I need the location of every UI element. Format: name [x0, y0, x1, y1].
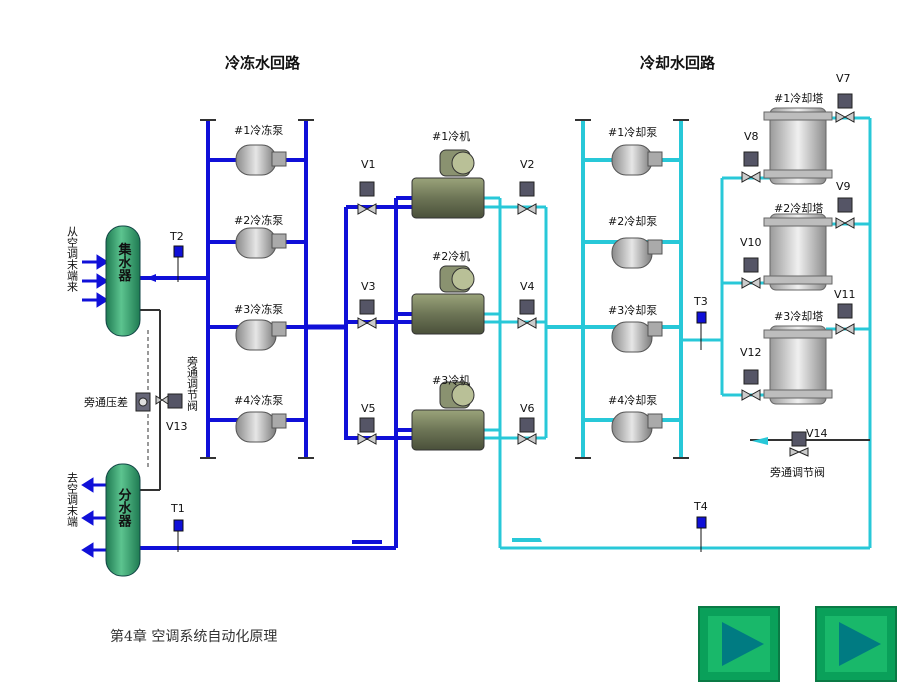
distributor-label: 分水器: [116, 487, 133, 528]
cooling-tower-1[interactable]: [763, 107, 833, 185]
tower-bypass-valve-label: 旁通调节阀: [770, 465, 825, 479]
chiller-2-label: #2冷机: [432, 249, 470, 263]
cooling-loop-title: 冷却水回路: [640, 54, 716, 72]
valve-v5[interactable]: [357, 417, 377, 445]
cooling-pump-1[interactable]: [611, 144, 663, 176]
valve-v13-label: V13: [166, 420, 188, 433]
valve-v6[interactable]: [517, 417, 537, 445]
hvac-water-system-diagram: 冷冻水回路 冷却水回路: [66, 54, 872, 577]
valve-v13[interactable]: [155, 393, 183, 409]
diff-pressure-sensor: [135, 392, 151, 412]
chapter-footer: 第4章 空调系统自动化原理: [110, 629, 278, 645]
chilled-pump-3[interactable]: [235, 319, 287, 351]
chilled-loop-title: 冷冻水回路: [225, 54, 301, 72]
valve-v11[interactable]: [835, 303, 855, 335]
valve-v3[interactable]: [357, 299, 377, 329]
chiller-2[interactable]: [411, 265, 485, 335]
cooling-pump-1-label: #1冷却泵: [608, 126, 657, 139]
sensor-t4: [696, 516, 707, 552]
sensor-t4-label: T4: [693, 500, 708, 513]
cooling-tower-2[interactable]: [763, 213, 833, 291]
chilled-pump-2[interactable]: [235, 227, 287, 259]
chiller-1[interactable]: [411, 149, 485, 219]
valve-v14[interactable]: [789, 431, 809, 457]
sensor-t2-label: T2: [169, 230, 184, 243]
flow-arrow-icon: [352, 540, 382, 544]
valve-v2-label: V2: [520, 158, 535, 171]
chilled-pump-2-label: #2冷冻泵: [234, 213, 283, 227]
collector-vessel: [105, 225, 141, 337]
chiller-3[interactable]: [411, 381, 485, 451]
valve-v9-label: V9: [836, 180, 851, 193]
cooling-pump-3-label: #3冷却泵: [608, 304, 657, 317]
play-arrow-icon: [722, 622, 764, 666]
valve-v2[interactable]: [517, 181, 537, 215]
outlet-arrows: [81, 477, 106, 558]
sensor-t2: [173, 245, 184, 282]
next-slide-button[interactable]: [698, 606, 780, 682]
play-arrow-icon: [839, 622, 881, 666]
cooling-pump-4[interactable]: [611, 411, 663, 443]
chilled-pump-1[interactable]: [235, 144, 287, 176]
cooling-pump-3[interactable]: [611, 321, 663, 353]
chilled-pump-3-label: #3冷冻泵: [234, 302, 283, 316]
cooling-pump-4-label: #4冷却泵: [608, 394, 657, 407]
last-slide-button[interactable]: [815, 606, 897, 682]
chilled-pump-4-label: #4冷冻泵: [234, 393, 283, 407]
chilled-pump-1-label: #1冷冻泵: [234, 123, 283, 137]
valve-v8-label: V8: [744, 130, 759, 143]
cooling-tower-2-label: #2冷却塔: [774, 202, 823, 215]
flow-arrow-icon: [752, 437, 768, 445]
chiller-1-label: #1冷机: [432, 129, 470, 143]
valve-v5-label: V5: [361, 402, 376, 415]
valve-v1[interactable]: [357, 181, 377, 215]
valve-v4[interactable]: [517, 299, 537, 329]
valve-v9[interactable]: [835, 197, 855, 229]
collector-label: 集水器: [116, 242, 133, 283]
cooling-tower-3[interactable]: [763, 325, 833, 405]
valve-v7[interactable]: [835, 93, 855, 123]
sensor-t3: [696, 311, 707, 350]
cooling-tower-1-label: #1冷却塔: [774, 92, 823, 105]
bypass-valve-vertical-label: 旁通调节阀: [186, 355, 199, 412]
valve-v8[interactable]: [741, 151, 761, 183]
inlet-arrows: [82, 254, 109, 308]
sensor-t1: [173, 519, 184, 552]
valve-v11-label: V11: [834, 288, 856, 301]
valve-v4-label: V4: [520, 280, 535, 293]
valve-v12[interactable]: [741, 369, 761, 401]
flow-arrow-icon: [512, 538, 542, 542]
from-terminal-label: 从空调末端来: [66, 226, 79, 292]
sensor-t1-label: T1: [170, 502, 185, 515]
cooling-tower-3-label: #3冷却塔: [774, 310, 823, 323]
cooling-pump-2[interactable]: [611, 237, 663, 269]
distributor-vessel: [105, 463, 141, 577]
sensor-t3-label: T3: [693, 295, 708, 308]
to-terminal-label: 去空调末端: [66, 472, 79, 528]
valve-v14-label: V14: [806, 427, 828, 440]
valve-v6-label: V6: [520, 402, 535, 415]
cooling-water-pipes: [484, 116, 872, 550]
valve-v3-label: V3: [361, 280, 376, 293]
chilled-pump-4[interactable]: [235, 411, 287, 443]
valve-v12-label: V12: [740, 346, 762, 359]
valve-v10[interactable]: [741, 257, 761, 289]
chiller-3-label: #3冷机: [432, 373, 470, 387]
valve-v10-label: V10: [740, 236, 762, 249]
valve-v1-label: V1: [361, 158, 376, 171]
flow-arrow-icon: [146, 274, 156, 282]
cooling-pump-2-label: #2冷却泵: [608, 215, 657, 228]
valve-v7-label: V7: [836, 72, 851, 85]
diff-pressure-label: 旁通压差: [84, 395, 128, 409]
